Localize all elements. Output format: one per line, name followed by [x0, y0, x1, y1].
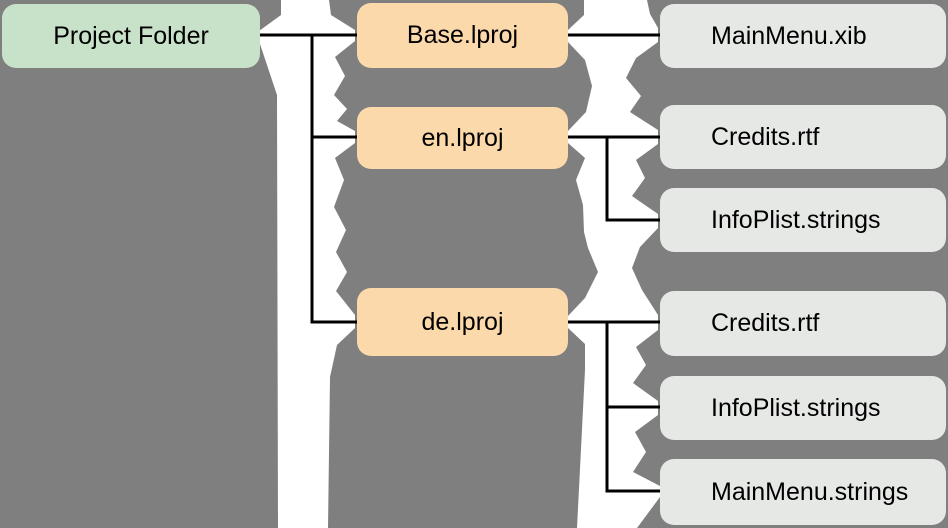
node-credits-rtf-en: Credits.rtf — [660, 105, 946, 169]
connector-lines — [258, 33, 661, 493]
node-de-lproj: de.lproj — [357, 288, 568, 356]
node-infoplist-strings-de: InfoPlist.strings — [660, 376, 946, 440]
node-mainmenu-strings: MainMenu.strings — [660, 459, 946, 525]
node-credits-rtf-de: Credits.rtf — [660, 291, 946, 356]
node-project-folder: Project Folder — [2, 4, 260, 68]
node-mainmenu-xib: MainMenu.xib — [660, 4, 946, 68]
torn-paper-strip-left — [259, 0, 355, 528]
node-infoplist-strings-en: InfoPlist.strings — [660, 188, 946, 252]
torn-paper-strip-right — [568, 0, 660, 528]
node-en-lproj: en.lproj — [357, 107, 568, 169]
node-base-lproj: Base.lproj — [357, 3, 568, 68]
